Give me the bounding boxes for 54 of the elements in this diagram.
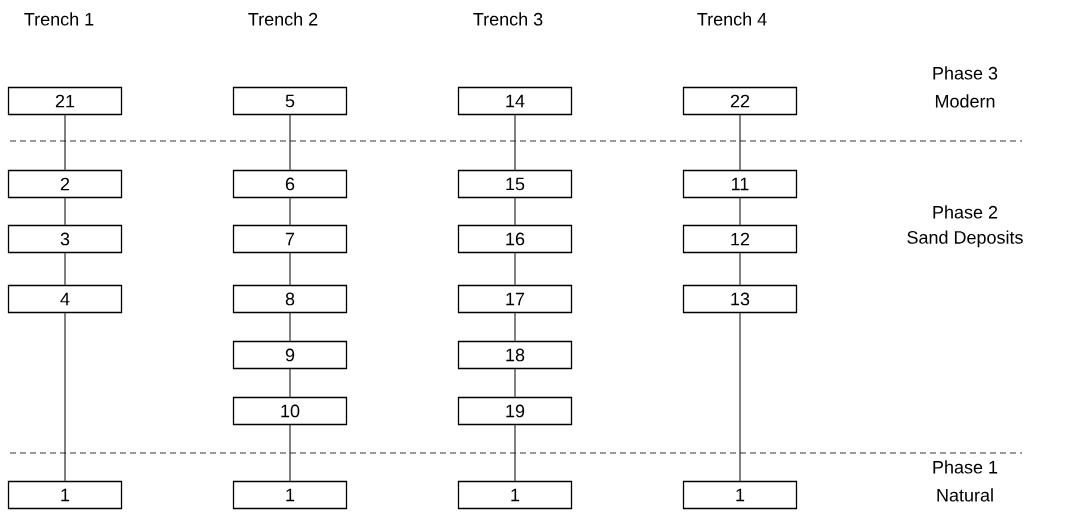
context-box: 11 — [682, 169, 798, 199]
phase-label: Sand Deposits — [907, 230, 1023, 248]
connector-line — [514, 197, 516, 226]
connector-line — [514, 424, 516, 482]
connector-line — [514, 114, 516, 171]
context-box: 22 — [682, 86, 798, 116]
context-box: 5 — [232, 86, 348, 116]
context-box: 10 — [232, 396, 348, 426]
context-box: 16 — [457, 224, 573, 254]
context-box: 1 — [7, 480, 123, 510]
context-box: 17 — [457, 284, 573, 314]
trench-heading: Trench 4 — [697, 12, 767, 26]
connector-line — [514, 252, 516, 286]
context-box: 6 — [232, 169, 348, 199]
context-box: 7 — [232, 224, 348, 254]
connector-line — [64, 312, 66, 482]
context-box: 18 — [457, 340, 573, 370]
context-box: 1 — [457, 480, 573, 510]
phase-label: Natural — [937, 488, 993, 502]
connector-line — [739, 252, 741, 286]
connector-line — [289, 197, 291, 226]
phase-label: Phase 3 — [933, 66, 998, 80]
phase-label: Phase 1 — [933, 460, 998, 474]
context-box: 3 — [7, 224, 123, 254]
connector-line — [739, 197, 741, 226]
context-box: 19 — [457, 396, 573, 426]
phase-label: Phase 2 — [933, 205, 998, 219]
connector-line — [64, 197, 66, 226]
context-box: 4 — [7, 284, 123, 314]
context-box: 15 — [457, 169, 573, 199]
trench-heading: Trench 2 — [248, 12, 318, 26]
context-box: 14 — [457, 86, 573, 116]
connector-line — [289, 368, 291, 398]
connector-line — [64, 252, 66, 286]
connector-line — [64, 114, 66, 171]
phase-label: Modern — [935, 94, 995, 108]
connector-line — [289, 424, 291, 482]
trench-heading: Trench 3 — [473, 12, 543, 26]
context-box: 1 — [232, 480, 348, 510]
connector-line — [514, 368, 516, 398]
context-box: 9 — [232, 340, 348, 370]
context-box: 2 — [7, 169, 123, 199]
context-box: 13 — [682, 284, 798, 314]
context-box: 21 — [7, 86, 123, 116]
context-box: 1 — [682, 480, 798, 510]
trench-heading: Trench 1 — [24, 12, 94, 26]
connector-line — [514, 312, 516, 342]
connector-line — [739, 312, 741, 482]
connector-line — [739, 114, 741, 171]
connector-line — [289, 252, 291, 286]
connector-line — [289, 312, 291, 342]
context-box: 8 — [232, 284, 348, 314]
connector-line — [289, 114, 291, 171]
context-box: 12 — [682, 224, 798, 254]
